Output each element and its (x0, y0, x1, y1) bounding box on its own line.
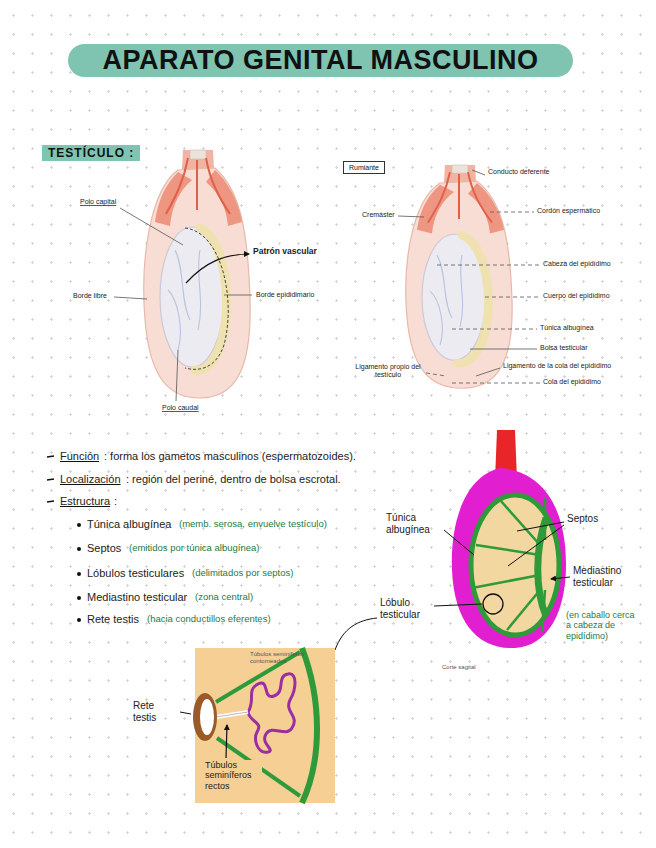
label: Mediastino testicular (573, 565, 643, 588)
label: Corte sagital (442, 664, 476, 671)
label: (en caballo cerca a cabeza de epidídimo) (566, 610, 642, 641)
label: : región del periné, dentro de bolsa esc… (126, 473, 341, 486)
label: Borde epididimario (256, 291, 314, 299)
label: (hacia conductillos eferentes) (147, 614, 271, 625)
label: (emitidos por túnica albugínea) (129, 543, 259, 554)
label: Conducto deferente (488, 168, 550, 176)
title: APARATO GENITAL MASCULINO (68, 45, 573, 76)
label: Mediastino testicular (87, 591, 187, 604)
node-text: Rumiante (349, 164, 379, 171)
testicle-drawing (406, 165, 512, 388)
label: Septos (567, 513, 598, 525)
section-band: TESTÍCULO : (42, 145, 140, 161)
sagittal-section (452, 430, 566, 648)
label: Polo capital (80, 198, 116, 206)
leader-arrow (551, 577, 570, 579)
species-box: Rumiante (343, 161, 385, 174)
lobule-zoom (193, 648, 335, 803)
label: Túnica albugínea (540, 324, 594, 332)
label: Lóbulos testiculares (87, 567, 184, 580)
label: (memb. serosa, envuelve testículo) (179, 519, 327, 530)
leader-arrow (226, 725, 227, 758)
testicle-drawing (144, 150, 250, 398)
label: Túnica albugínea (386, 512, 444, 535)
label: Cola del epidídimo (543, 378, 601, 386)
label: Rete testis (133, 700, 178, 723)
label: Túnica albugínea (87, 518, 171, 531)
label: Ligamento de la cola del epidídimo (503, 362, 611, 370)
leader-line (180, 712, 191, 714)
label: Estructura (60, 495, 110, 508)
node-text: TESTÍCULO : (48, 146, 134, 160)
label: : (114, 495, 117, 508)
leader-lines (335, 522, 564, 650)
label: Localización (60, 473, 121, 486)
label: Túbulos seminíferos rectos (204, 760, 262, 791)
title-banner: APARATO GENITAL MASCULINO (68, 44, 573, 77)
label: Polo caudal (162, 404, 199, 412)
label: Rete testis (87, 613, 139, 626)
leader-lines (114, 208, 252, 401)
leader-lines (398, 170, 540, 383)
label: Cordón espermático (537, 207, 600, 215)
label: Septos (87, 542, 121, 555)
label: (delimitados por septos) (192, 568, 293, 579)
label: Borde libre (73, 292, 107, 300)
label: : forma los gametos masculinos (espermat… (104, 450, 356, 463)
label: Bolsa testicular (540, 344, 587, 352)
label: Cabeza del epidídimo (543, 260, 611, 268)
label: Cuerpo del epidídimo (543, 292, 610, 300)
label: Túbulos seminíferos contorneados (250, 651, 312, 665)
label: Lóbulo testicular (380, 597, 436, 620)
label: Función (60, 450, 99, 463)
label: (zona central) (195, 592, 253, 603)
label: Patrón vascular (253, 247, 317, 257)
label: Cremáster (362, 211, 395, 219)
leader-arrow (186, 254, 249, 283)
label: Ligamento propio del testículo (352, 363, 424, 379)
